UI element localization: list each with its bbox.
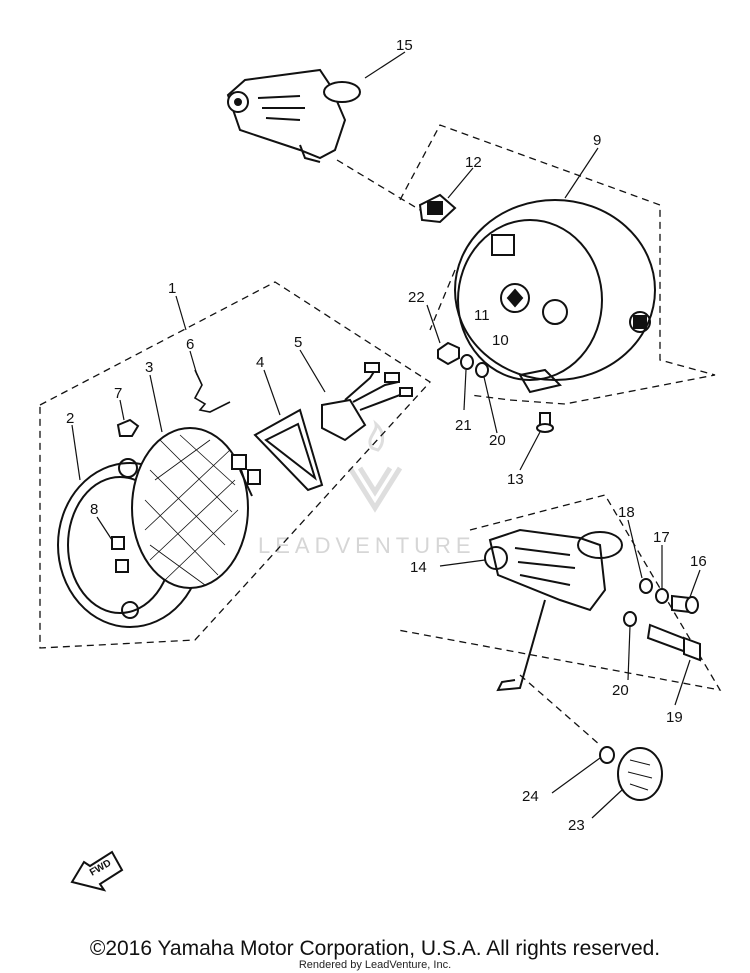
part-21-washer [460,354,474,370]
part-13-screw [536,412,554,433]
watermark-text: LEADVENTURE [258,533,476,558]
callout-leaders [71,51,701,819]
group-boxes [39,124,722,746]
bulb-socket [231,454,261,497]
callout-10: 10 [492,332,509,349]
part-16-bolt [671,594,699,614]
callout-16: 16 [690,553,707,570]
callout-18: 18 [618,504,635,521]
part-22-nut [437,341,460,366]
part-17-washer [655,588,669,604]
callout-11: 11 [474,307,490,324]
render-credit: Rendered by LeadVenture, Inc. [298,959,452,971]
callout-9: 9 [593,132,601,149]
part-9-headlight-case [454,199,656,394]
part-7-screw [116,418,140,437]
callout-4: 4 [256,354,264,371]
copyright-text: ©2016 Yamaha Motor Corporation, U.S.A. A… [89,937,661,960]
callout-1: 1 [168,280,176,297]
callout-20-upper: 20 [489,432,506,449]
callout-12: 12 [465,154,482,171]
callout-14: 14 [410,559,427,576]
part-24-washer [599,746,615,764]
callout-3: 3 [145,359,153,376]
callout-24: 24 [522,788,539,805]
part-15-upper-stay [226,68,361,163]
callout-23: 23 [568,817,585,834]
part-18-washer [639,578,653,594]
part-6-spring [193,369,231,413]
callout-15: 15 [396,37,413,54]
callout-6: 6 [186,336,194,353]
callout-19: 19 [666,709,683,726]
callout-20-lower: 20 [612,682,629,699]
watermark-logo [347,419,403,513]
callout-17: 17 [653,529,670,546]
part-20-washer-upper [475,362,489,378]
callout-2: 2 [66,410,74,427]
callout-5: 5 [294,334,302,351]
part-14-lower-stay [484,528,623,692]
part-12-grommet [418,193,457,224]
callout-8: 8 [90,501,98,518]
callout-22: 22 [408,289,425,306]
callout-13: 13 [507,471,524,488]
part-5-socket-wires [321,362,413,442]
callout-21: 21 [455,417,472,434]
part-3-lens [131,427,249,589]
part-8-screw-set [111,536,129,573]
part-19-bolt [646,623,701,662]
fwd-arrow-icon: FWD [70,850,124,892]
callout-7: 7 [114,385,122,402]
part-20-washer-lower [623,611,637,627]
part-23-emblem [617,747,663,801]
part-4-boot [253,408,324,492]
callout-labels: 1 2 3 4 5 6 7 8 9 10 11 12 13 14 15 16 1… [66,37,707,834]
